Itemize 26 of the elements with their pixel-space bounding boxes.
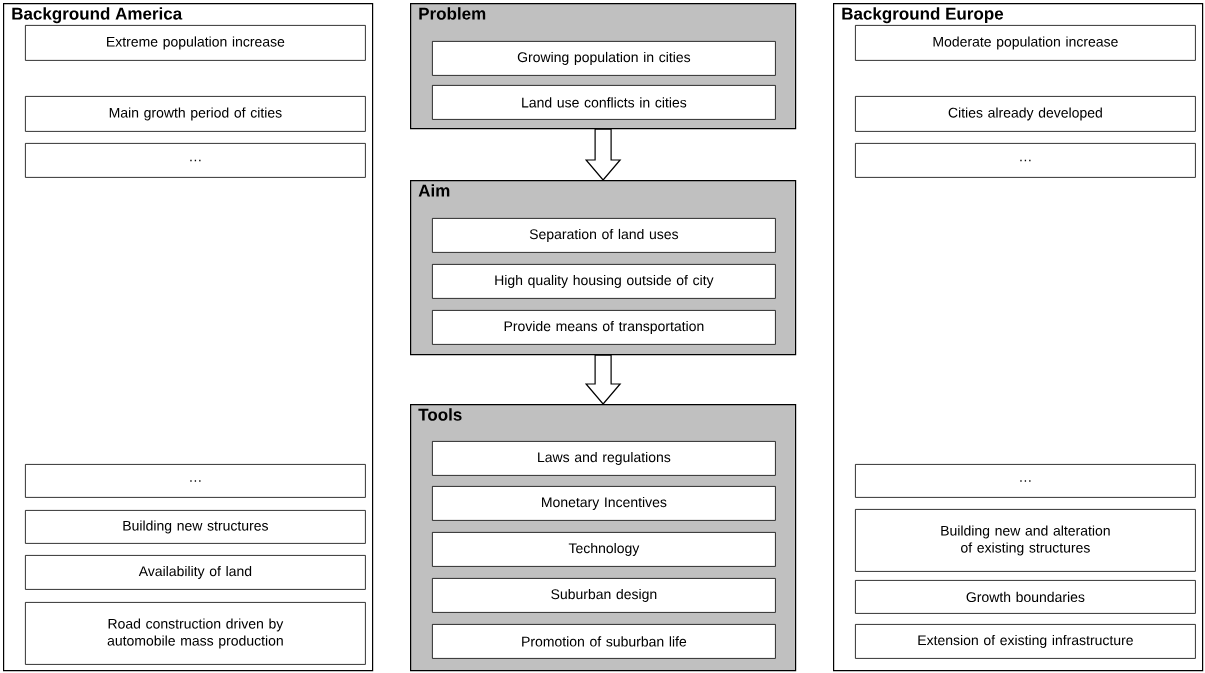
item-box: … (25, 143, 366, 178)
item-box: Provide means of transportation (432, 310, 776, 345)
item-box: Laws and regulations (432, 441, 776, 476)
item-box: Technology (432, 532, 776, 567)
item-box: … (855, 464, 1196, 498)
item-box: Growth boundaries (855, 580, 1196, 614)
item-box: … (25, 464, 366, 498)
block-arrow (584, 128, 622, 181)
block-arrow (584, 354, 622, 405)
item-box: Cities already developed (855, 96, 1196, 132)
item-box: Monetary Incentives (432, 486, 776, 521)
item-box: Land use conflicts in cities (432, 85, 776, 120)
item-box: Extreme population increase (25, 25, 366, 61)
item-box: … (855, 143, 1196, 178)
item-box: Moderate population increase (855, 25, 1196, 61)
item-box: Building new and alteration of existing structures (855, 509, 1196, 572)
item-box: Availability of land (25, 555, 366, 590)
item-box: Separation of land uses (432, 218, 776, 253)
item-box: High quality housing outside of city (432, 264, 776, 299)
item-box: Suburban design (432, 578, 776, 613)
item-box: Building new structures (25, 510, 366, 544)
item-box: Main growth period of cities (25, 96, 366, 132)
item-box: Road construction driven by automobile mass production (25, 602, 366, 665)
item-box: Promotion of suburban life (432, 624, 776, 659)
item-box: Growing population in cities (432, 41, 776, 76)
item-box: Extension of existing infrastructure (855, 624, 1196, 659)
